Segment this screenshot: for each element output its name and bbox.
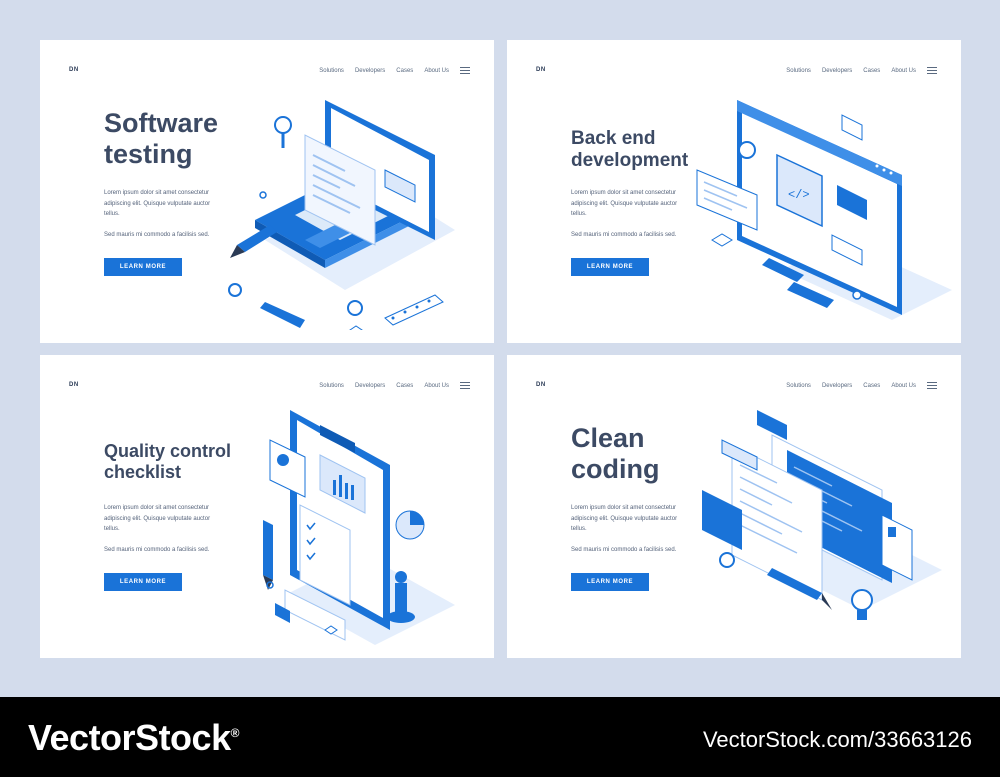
nav-about-us[interactable]: About Us (424, 67, 449, 74)
browser-code-illustration: </> (696, 100, 952, 320)
title-line-2: testing (104, 139, 193, 170)
nav-developers[interactable]: Developers (354, 382, 386, 389)
card-back-end-development: DN Solutions Developers Cases About Us B… (507, 40, 961, 343)
nav-cases[interactable]: Cases (396, 67, 414, 74)
description: Lorem ipsum dolor sit amet consectetur a… (104, 505, 211, 532)
description: Lorem ipsum dolor sit amet consectetur a… (571, 505, 678, 532)
hamburger-menu-icon[interactable] (927, 382, 937, 389)
watermark-id: VectorStock.com/33663126 (702, 727, 972, 752)
nav-bar: Solutions Developers Cases About Us (786, 382, 937, 389)
watermark-footer: VectorStock® VectorStock.com/33663126 (0, 697, 1000, 777)
nav-developers[interactable]: Developers (821, 67, 853, 74)
description: Lorem ipsum dolor sit amet consectetur a… (571, 190, 678, 217)
page-title: Clean coding (571, 423, 660, 485)
nav-solutions[interactable]: Solutions (786, 67, 811, 74)
learn-more-button[interactable]: LEARN MORE (571, 573, 649, 591)
code-windows-illustration (702, 410, 942, 620)
description-secondary: Sed mauris mi commodo a facilisis sed. (571, 232, 677, 238)
nav-about-us[interactable]: About Us (891, 67, 916, 74)
card-clean-coding: DN Solutions Developers Cases About Us C… (507, 355, 961, 658)
hamburger-menu-icon[interactable] (927, 67, 937, 74)
nav-solutions[interactable]: Solutions (319, 67, 344, 74)
nav-about-us[interactable]: About Us (891, 382, 916, 389)
hamburger-menu-icon[interactable] (460, 67, 470, 74)
learn-more-button[interactable]: LEARN MORE (104, 573, 182, 591)
nav-developers[interactable]: Developers (821, 382, 853, 389)
logo[interactable]: DN (69, 67, 79, 73)
hamburger-menu-icon[interactable] (460, 382, 470, 389)
nav-developers[interactable]: Developers (354, 67, 386, 74)
page-title: Quality control checklist (104, 441, 231, 482)
title-line-2: coding (571, 454, 660, 485)
nav-bar: Solutions Developers Cases About Us (319, 67, 470, 74)
title-line-1: Clean (571, 423, 645, 453)
card-quality-control-checklist: DN Solutions Developers Cases About Us Q… (40, 355, 494, 658)
logo[interactable]: DN (536, 67, 546, 73)
logo[interactable]: DN (536, 382, 546, 388)
description-secondary: Sed mauris mi commodo a facilisis sed. (104, 547, 210, 553)
learn-more-button[interactable]: LEARN MORE (571, 258, 649, 276)
description-secondary: Sed mauris mi commodo a facilisis sed. (571, 547, 677, 553)
title-line-1: Back end (571, 128, 656, 149)
clipboard-checklist-illustration (263, 410, 455, 645)
nav-cases[interactable]: Cases (863, 67, 881, 74)
nav-solutions[interactable]: Solutions (786, 382, 811, 389)
nav-bar: Solutions Developers Cases About Us (786, 67, 937, 74)
card-software-testing: DN Solutions Developers Cases About Us S… (40, 40, 494, 343)
learn-more-button[interactable]: LEARN MORE (104, 258, 182, 276)
page-title: Software testing (104, 108, 218, 170)
nav-cases[interactable]: Cases (863, 382, 881, 389)
title-line-1: Software (104, 108, 219, 138)
description-secondary: Sed mauris mi commodo a facilisis sed. (104, 232, 210, 238)
registered-mark: ® (230, 726, 240, 740)
logo[interactable]: DN (69, 382, 79, 388)
laptop-testing-illustration (228, 100, 455, 330)
watermark-brand: VectorStock® (28, 717, 239, 759)
nav-about-us[interactable]: About Us (424, 382, 449, 389)
title-line-2: checklist (104, 461, 182, 482)
description: Lorem ipsum dolor sit amet consectetur a… (104, 190, 211, 217)
watermark-brand-text: VectorStock (28, 717, 231, 758)
title-line-1: Quality control (104, 441, 232, 461)
svg-text:</>: </> (788, 188, 810, 202)
title-line-2: development (571, 149, 689, 171)
nav-cases[interactable]: Cases (396, 382, 414, 389)
nav-bar: Solutions Developers Cases About Us (319, 382, 470, 389)
page-title: Back end development (571, 128, 688, 172)
nav-solutions[interactable]: Solutions (319, 382, 344, 389)
